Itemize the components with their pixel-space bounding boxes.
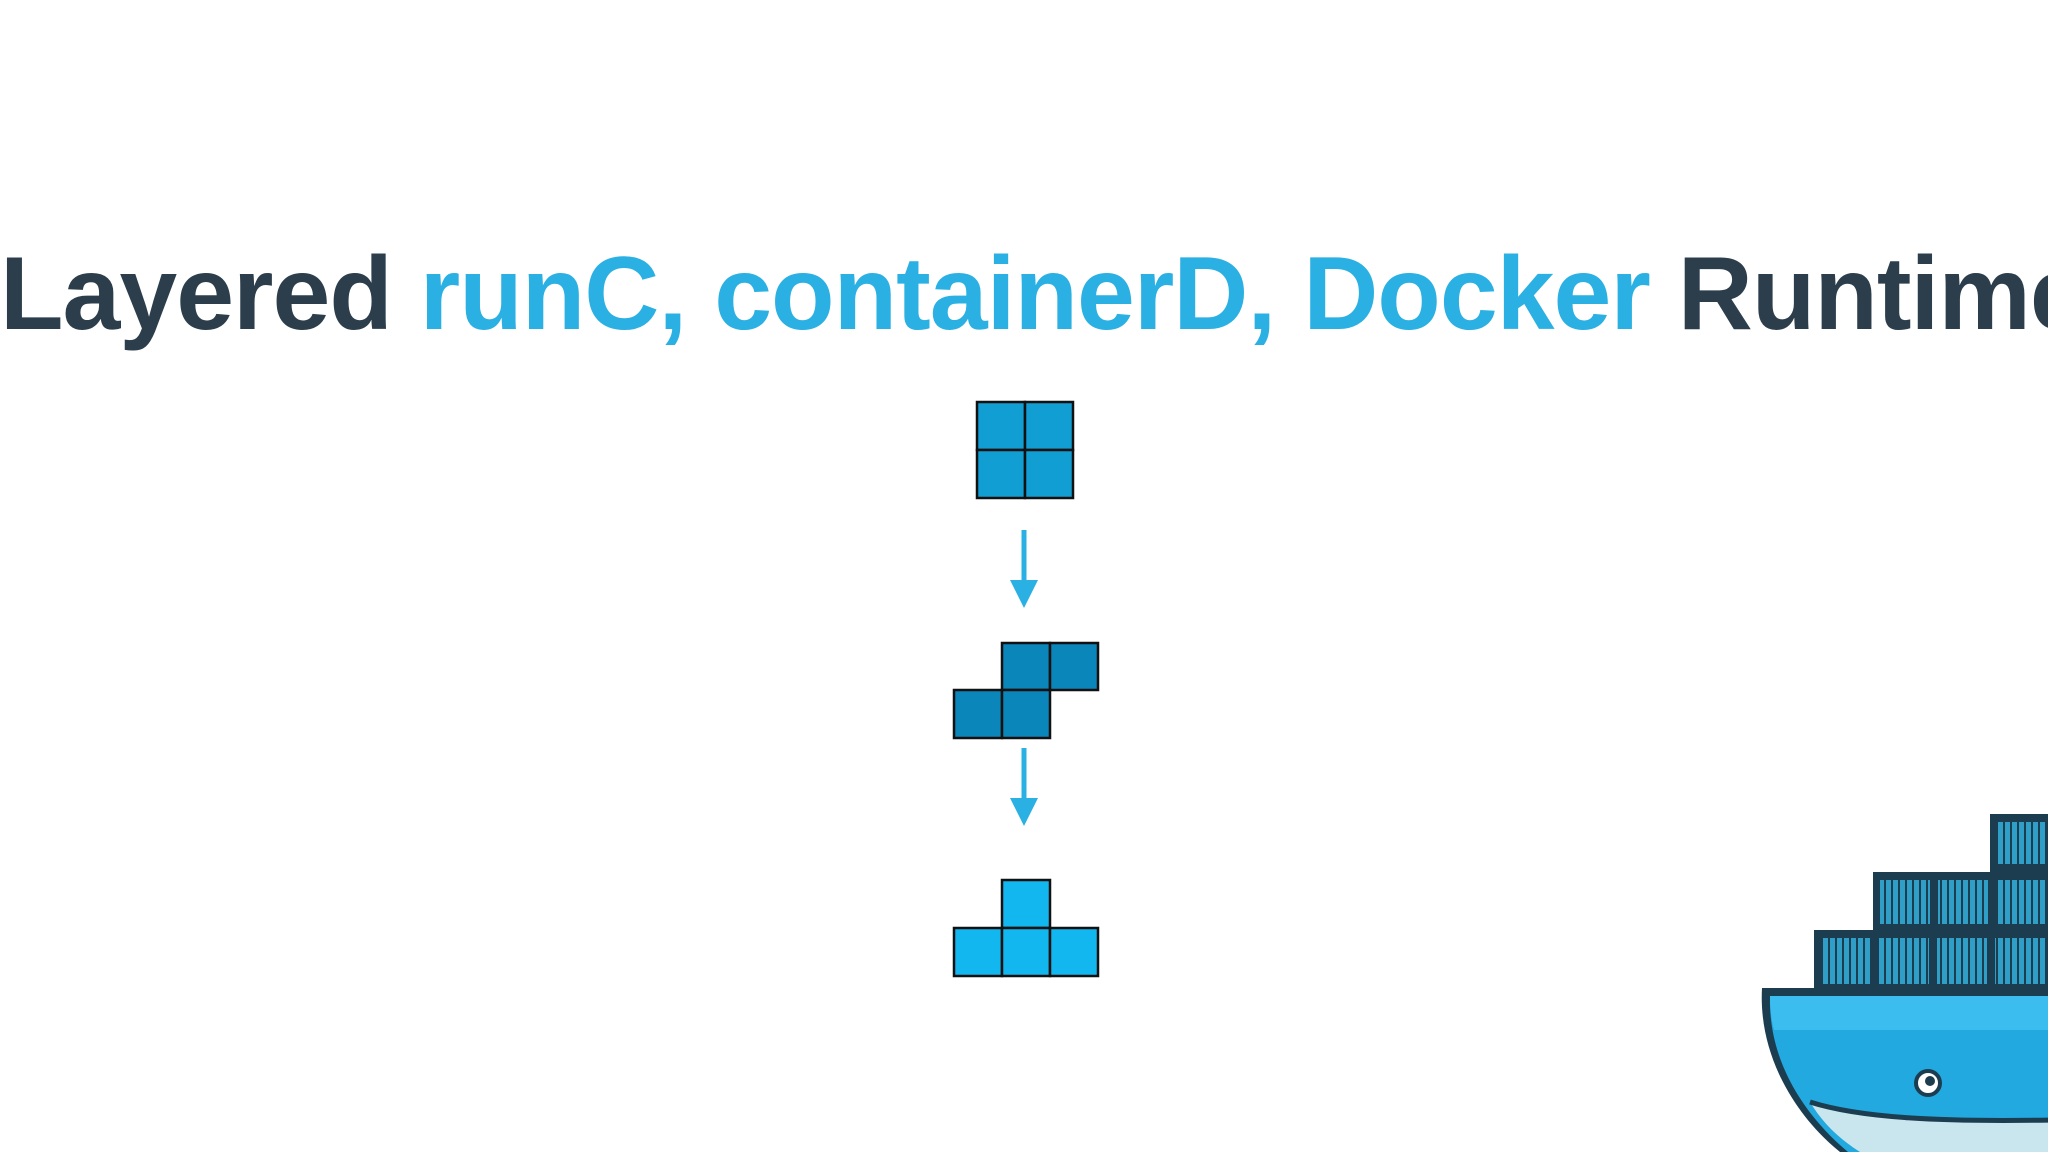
title-part-runtime: Runtime bbox=[1649, 236, 2048, 352]
down-arrow-icon bbox=[1010, 748, 1038, 826]
page-title: Layered runC, containerD, Docker Runtime bbox=[0, 234, 2048, 354]
bottom-layer-t bbox=[952, 878, 1100, 978]
middle-block-cell bbox=[952, 688, 1004, 740]
down-arrow-icon bbox=[1010, 530, 1038, 608]
middle-block-cell bbox=[1048, 641, 1100, 692]
top-block-cell bbox=[1023, 448, 1075, 500]
title-part-layered: Layered bbox=[0, 236, 420, 352]
top-block-cell bbox=[975, 400, 1027, 452]
whale-containers bbox=[1814, 814, 2048, 992]
bottom-block-cell bbox=[1000, 878, 1052, 930]
docker-whale-icon bbox=[1761, 814, 2048, 1152]
bottom-block-cell bbox=[952, 926, 1004, 978]
title-part-runtimes: runC, containerD, Docker bbox=[419, 236, 1651, 352]
top-block-cell bbox=[1023, 400, 1075, 452]
middle-layer-s bbox=[952, 641, 1100, 740]
whale-body bbox=[1761, 988, 2048, 1152]
bottom-block-cell bbox=[1000, 926, 1052, 978]
bottom-block-cell bbox=[1048, 926, 1100, 978]
top-block-cell bbox=[975, 448, 1027, 500]
middle-block-cell bbox=[1000, 641, 1052, 692]
middle-block-cell bbox=[1000, 688, 1052, 740]
top-layer-square bbox=[975, 400, 1075, 500]
